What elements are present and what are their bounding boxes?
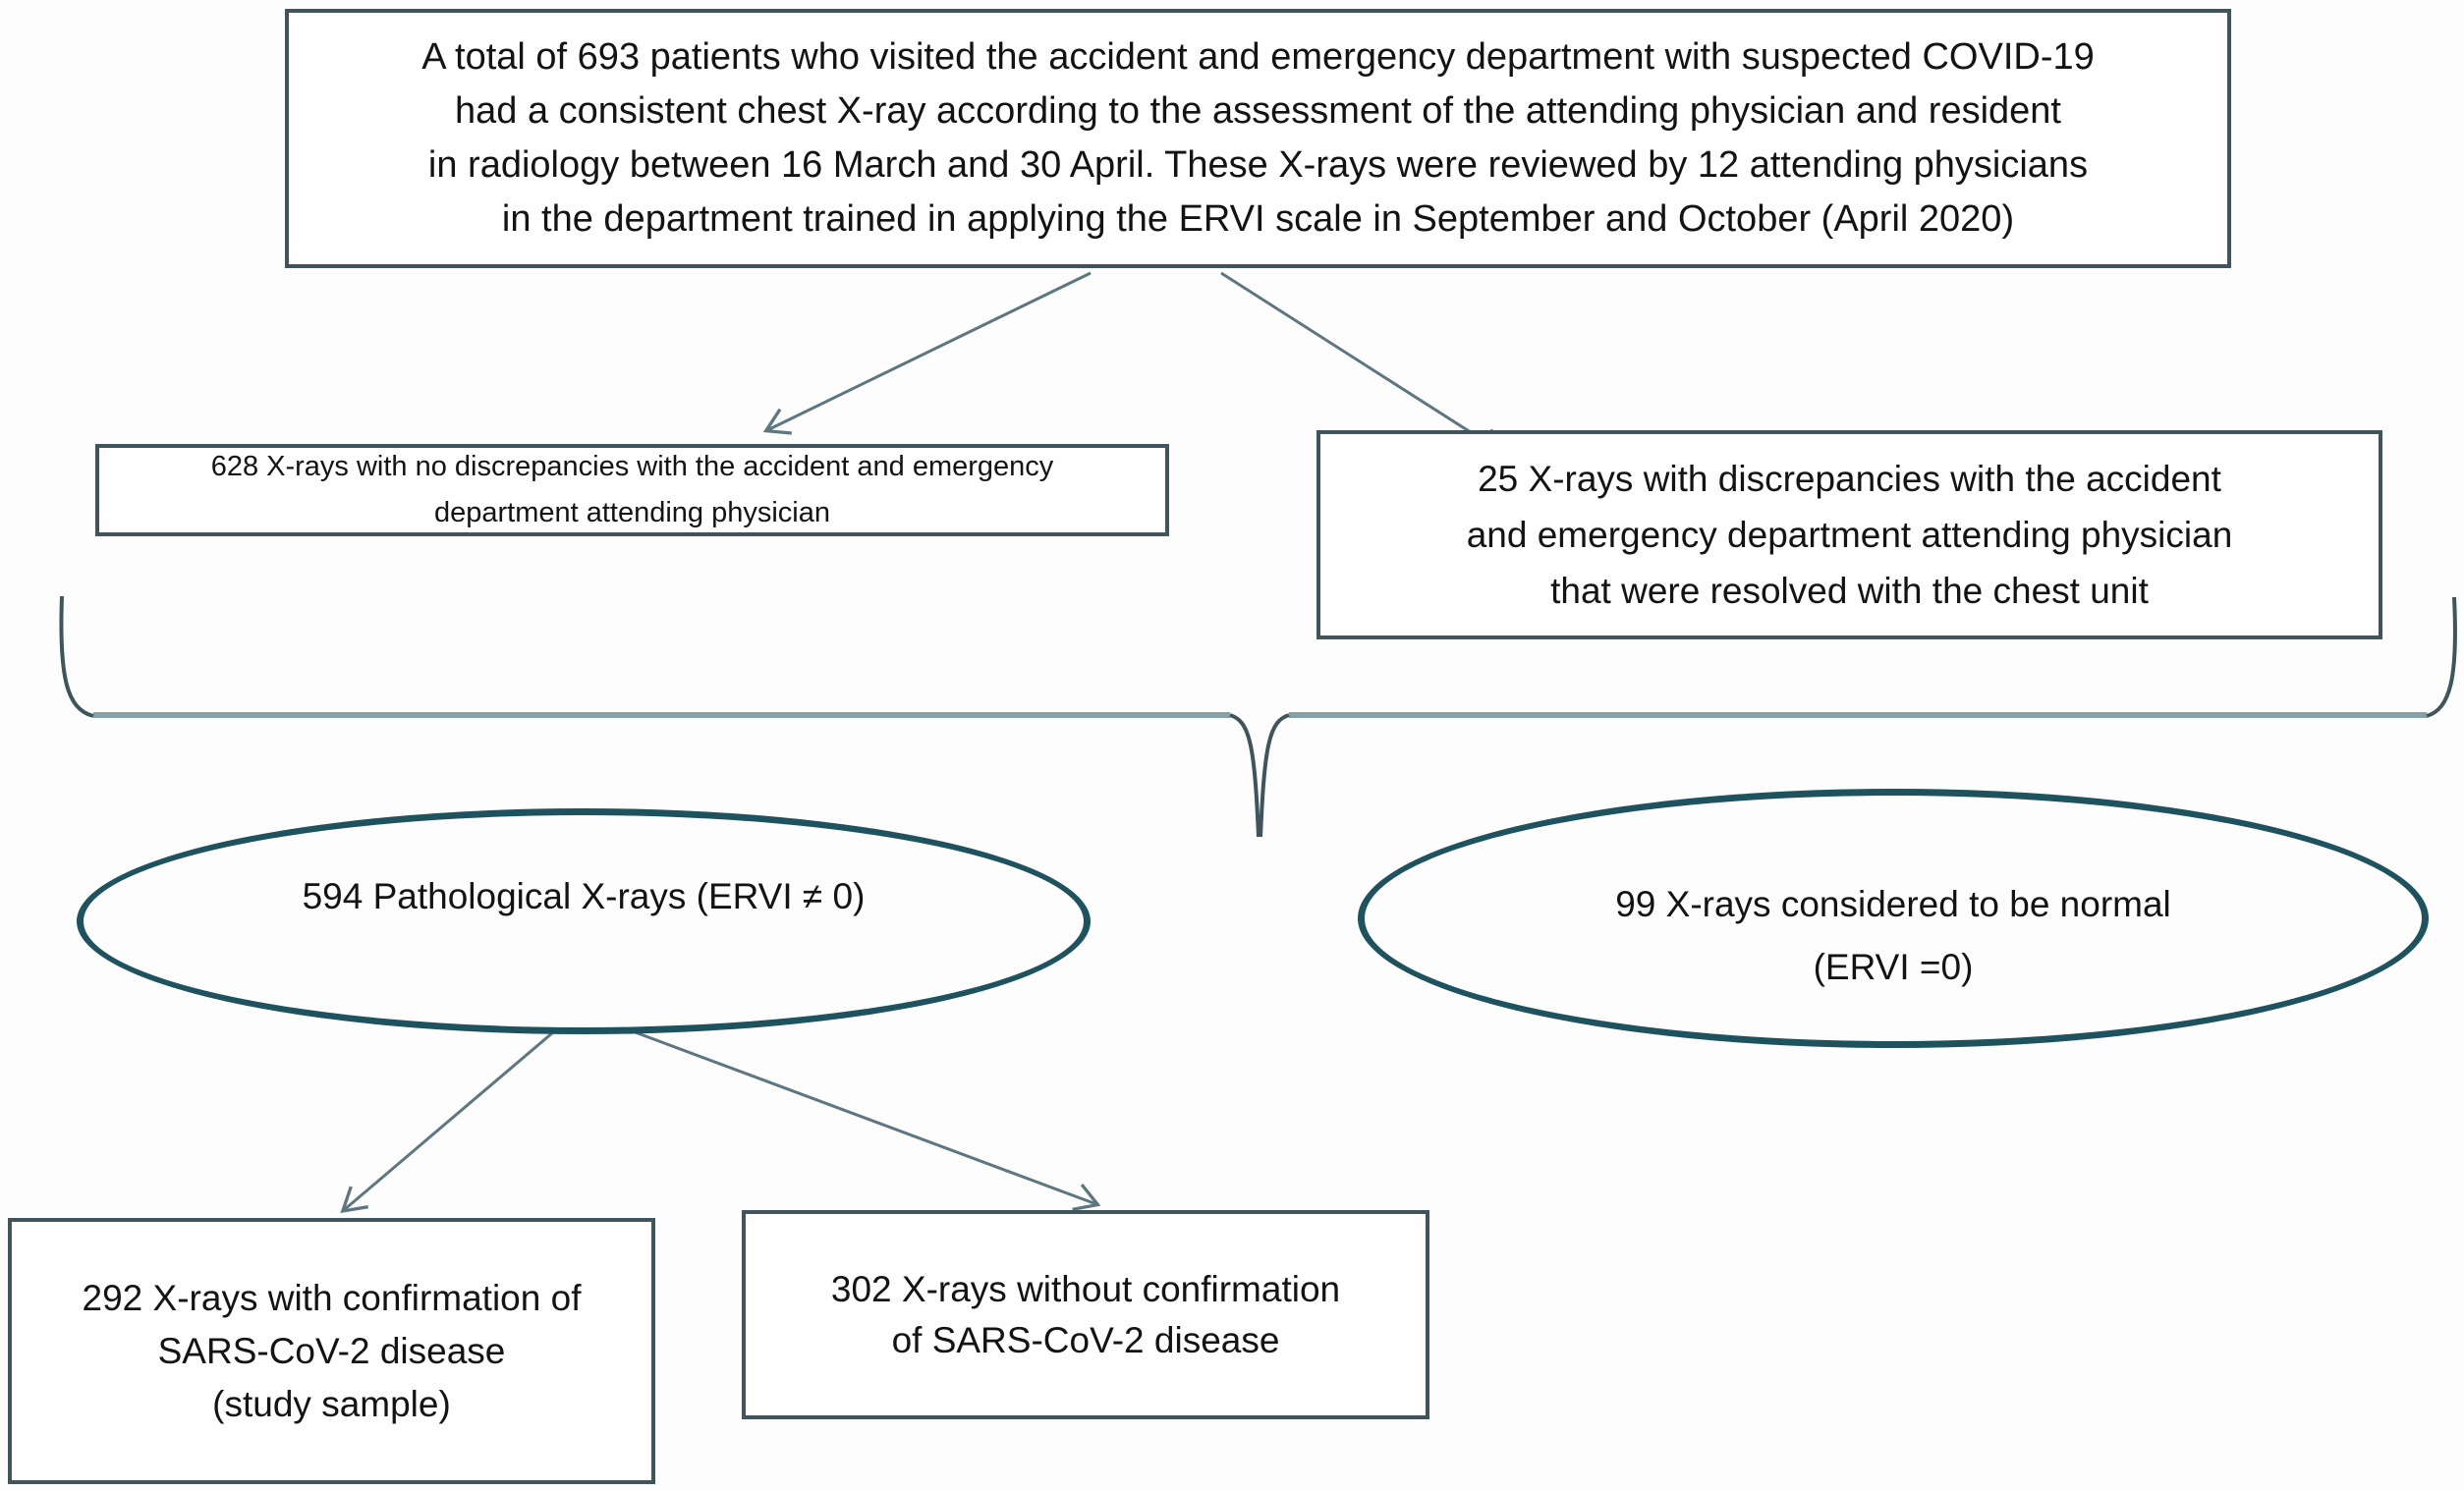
node-text-line: 292 X-rays with confirmation of bbox=[82, 1277, 582, 1318]
node-text-line: 302 X-rays without confirmation bbox=[830, 1268, 1341, 1309]
node-text-line: 25 X-rays with discrepancies with the ac… bbox=[1478, 459, 2221, 499]
arrow-top-to-left-box bbox=[762, 271, 1092, 435]
node-text-line: in the department trained in applying th… bbox=[501, 198, 2015, 240]
node-text-line: (ERVI =0) bbox=[1813, 947, 1974, 987]
arrow-top-to-right-box bbox=[1220, 271, 1505, 455]
node-text-line: had a consistent chest X-ray according t… bbox=[455, 90, 2061, 132]
node-text-line: in radiology between 16 March and 30 Apr… bbox=[427, 144, 2089, 186]
brace-center-dip bbox=[1229, 713, 1290, 838]
node-confirmed-sars-cov-2: 292 X-rays with confirmation of SARS-CoV… bbox=[8, 1218, 655, 1484]
node-text-line: (study sample) bbox=[212, 1383, 451, 1424]
node-text-line: A total of 693 patients who visited the … bbox=[421, 36, 2095, 78]
node-text-line: SARS-CoV-2 disease bbox=[157, 1330, 506, 1371]
arrow-ellipse-to-confirmed bbox=[340, 1014, 574, 1214]
node-no-discrepancies: 628 X-rays with no discrepancies with th… bbox=[95, 444, 1169, 536]
node-text-line: that were resolved with the chest unit bbox=[1550, 571, 2149, 611]
node-discrepancies: 25 X-rays with discrepancies with the ac… bbox=[1316, 430, 2382, 639]
node-not-confirmed-sars-cov-2: 302 X-rays without confirmation of SARS-… bbox=[742, 1210, 1429, 1419]
node-text-line: and emergency department attending physi… bbox=[1466, 515, 2233, 555]
arrow-ellipse-to-not-confirmed bbox=[589, 1014, 1101, 1211]
node-text-line: 628 X-rays with no discrepancies with th… bbox=[210, 451, 1054, 482]
node-pathological-xrays: 594 Pathological X-rays (ERVI ≠ 0) bbox=[77, 808, 1091, 1034]
node-normal-xrays: 99 X-rays considered to be normal (ERVI … bbox=[1358, 789, 2429, 1048]
brace-right-hook bbox=[2426, 596, 2457, 718]
node-text-line: 594 Pathological X-rays (ERVI ≠ 0) bbox=[302, 876, 866, 916]
node-total-patients: A total of 693 patients who visited the … bbox=[285, 9, 2231, 268]
node-text-line: department attending physician bbox=[433, 497, 831, 528]
node-text-line: of SARS-CoV-2 disease bbox=[891, 1319, 1280, 1360]
node-text-line: 99 X-rays considered to be normal bbox=[1615, 884, 2171, 924]
brace-left-hook bbox=[59, 595, 94, 718]
